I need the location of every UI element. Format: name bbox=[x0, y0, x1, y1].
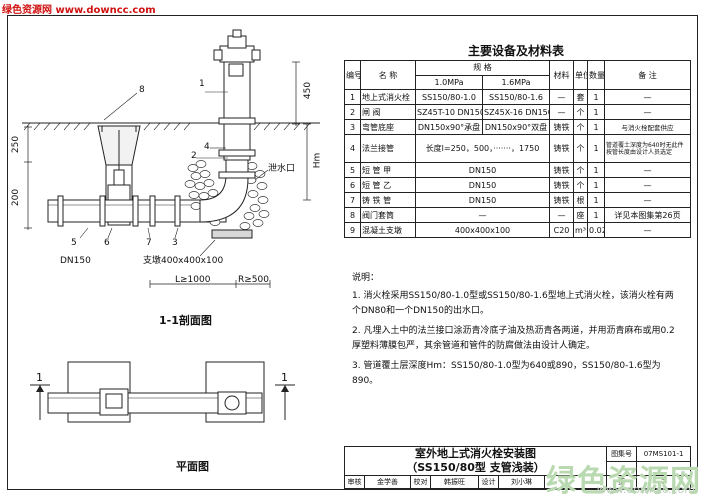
col-remark: 备 注 bbox=[604, 60, 692, 90]
col-no: 编号 bbox=[344, 60, 361, 90]
leader-lines bbox=[79, 91, 269, 257]
materials-title: 主要设备及材料表 bbox=[468, 44, 565, 58]
col-unit: 单位 bbox=[573, 60, 589, 90]
note-item: 3. 管道覆土层深度Hm：SS150/80-1.0型为640或890，SS150… bbox=[352, 361, 661, 386]
designer-name: 刘小琳 bbox=[498, 475, 545, 489]
drawing-frame bbox=[7, 15, 698, 490]
table-header-row: 编号 名 称 规 格 材料 单位 数量 备 注 bbox=[344, 60, 692, 90]
callout-5: 5 bbox=[71, 238, 77, 248]
review-label: 审核 bbox=[344, 475, 365, 489]
col-qty: 数量 bbox=[587, 60, 606, 90]
watermark-url: www.downcc.com bbox=[596, 483, 695, 496]
pressure-1: 1.0MPa bbox=[415, 74, 483, 90]
concrete-support bbox=[211, 229, 253, 239]
page-number: 7 bbox=[636, 475, 692, 489]
reviewer-name: 金学善 bbox=[364, 475, 411, 489]
section-view-drawing bbox=[22, 29, 320, 423]
table-pressure-row: 1.0MPa 1.6MPa bbox=[345, 74, 691, 90]
length-dim: L≥1000 bbox=[175, 275, 211, 285]
checker-name: 韩振旺 bbox=[430, 475, 479, 489]
col-material: 材料 bbox=[549, 60, 575, 90]
callout-8: 8 bbox=[139, 85, 145, 95]
note-item: 2. 凡埋入土中的法兰接口涂沥青冷底子油及热沥青各两道，并用沥青麻布或用0.2厚… bbox=[352, 326, 675, 351]
callout-4: 4 bbox=[204, 142, 210, 152]
drain-label: 泄水口 bbox=[268, 164, 296, 174]
col-spec: 规 格 bbox=[414, 60, 551, 76]
title-block: 室外地上式消火栓安装图 （SS150/80型 支管浅装） 图集号 07MS101… bbox=[343, 446, 692, 489]
notes-title: 说明： bbox=[352, 273, 380, 283]
watermark-site: 绿色资源网 www.downcc.com bbox=[2, 5, 156, 16]
hydrant-body bbox=[213, 29, 261, 179]
callout-1: 1 bbox=[199, 79, 205, 89]
notes-section: 说明： 1. 消火栓采用SS150/80-1.0型或SS150/80-1.6型地… bbox=[352, 271, 682, 394]
support-label: 支墩400x400x100 bbox=[143, 256, 224, 266]
horizontal-pipe bbox=[47, 195, 227, 227]
dim-450: 450 bbox=[303, 81, 314, 100]
dim-hm: Hm bbox=[312, 152, 323, 169]
watermark-logo: 绿色资源网 bbox=[546, 464, 701, 499]
elbow-base bbox=[199, 159, 249, 223]
pressure-2: 1.6MPa bbox=[481, 74, 551, 90]
dim-200: 200 bbox=[11, 188, 22, 207]
drawing-title: 室外地上式消火栓安装图 （SS150/80型 支管浅装） bbox=[343, 446, 608, 476]
radius-dim: R≥500 bbox=[238, 275, 269, 285]
page-label: 页 bbox=[606, 475, 638, 489]
plan-view-drawing bbox=[30, 361, 295, 423]
gravel-fill bbox=[184, 160, 270, 230]
callout-7: 7 bbox=[146, 238, 152, 248]
dimension-lines bbox=[24, 61, 311, 288]
plan-marker-left: 1 bbox=[36, 371, 43, 384]
ground-hatch bbox=[23, 122, 311, 131]
plan-marker-right: 1 bbox=[281, 371, 288, 384]
check-label: 校对 bbox=[410, 475, 431, 489]
callout-2: 2 bbox=[191, 151, 197, 161]
note-item: 1. 消火栓采用SS150/80-1.0型或SS150/80-1.6型地上式消火… bbox=[352, 291, 674, 316]
dim-250: 250 bbox=[11, 135, 22, 154]
materials-table: 编号 名 称 规 格 材料 单位 数量 备 注 1.0MPa 1.6MPa 1地… bbox=[344, 60, 692, 238]
callout-3: 3 bbox=[172, 238, 178, 248]
section-caption: 1-1剖面图 bbox=[159, 314, 212, 327]
dn150-label: DN150 bbox=[60, 256, 91, 266]
col-name: 名 称 bbox=[360, 60, 416, 90]
plan-caption: 平面图 bbox=[176, 460, 209, 473]
callout-6: 6 bbox=[104, 238, 110, 248]
design-label: 设计 bbox=[478, 475, 499, 489]
plan-arrows bbox=[36, 385, 289, 392]
